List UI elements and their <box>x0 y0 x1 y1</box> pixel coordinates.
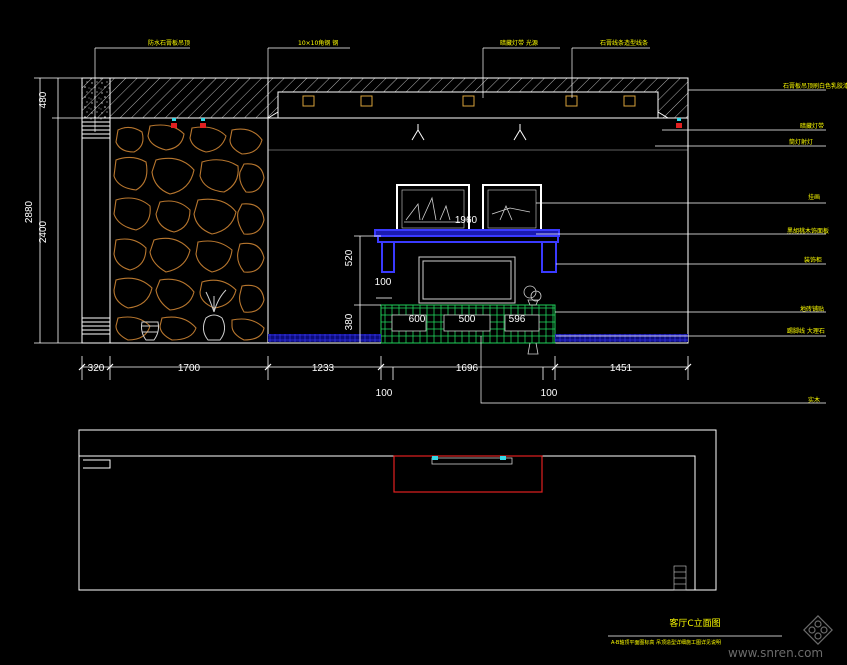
dim-520: 520 <box>344 249 355 266</box>
watermark-text: www.snren.com <box>728 646 823 660</box>
dim-500: 500 <box>459 314 476 325</box>
annotation-notes-right: 石膏板吊顶刷白色乳胶漆 暗藏灯带 筒灯射灯 挂画 黑胡桃木饰面板 装饰柜 地砖铺… <box>783 82 847 404</box>
dim-1451: 1451 <box>610 363 633 374</box>
cyan-light-caps <box>172 118 681 121</box>
note-right-1: 石膏板吊顶刷白色乳胶漆 <box>783 82 847 90</box>
dim-596: 596 <box>509 314 526 325</box>
note-right-9: 实木 <box>808 396 820 404</box>
note-top-1: 防水石膏板吊顶 <box>148 39 190 47</box>
note-top-4: 石膏线条造型线条 <box>600 39 648 47</box>
stone-wall <box>113 124 265 341</box>
note-right-7: 地砖铺贴 <box>800 305 824 313</box>
picture-spotlights <box>411 124 527 141</box>
wall-outline <box>81 78 689 344</box>
tv-cabinet-lower <box>380 304 556 344</box>
dim-100-right: 100 <box>541 388 558 399</box>
note-top-3: 暗藏灯带 光源 <box>500 39 538 47</box>
ceiling-section <box>81 77 689 123</box>
dim-600: 600 <box>409 314 426 325</box>
downlight-fixtures <box>302 95 636 107</box>
wall-painting-right <box>482 184 542 234</box>
tv-cabinet-upper <box>374 229 560 273</box>
dim-2880: 2880 <box>24 200 35 223</box>
tv-screen <box>418 256 516 304</box>
potted-plant <box>523 285 542 355</box>
note-right-8: 踢脚线 大理石 <box>787 327 825 335</box>
dim-1233: 1233 <box>312 363 335 374</box>
dim-1700: 1700 <box>178 363 201 374</box>
dim-480: 480 <box>38 91 49 108</box>
dim-320: 320 <box>88 363 105 374</box>
drawing-title: 客厅C立面图 <box>669 617 720 629</box>
dimension-labels: 320 1700 1233 1696 1451 100 100 2880 480… <box>24 91 633 399</box>
leader-lines <box>94 47 826 404</box>
dim-100-cabinet: 100 <box>375 277 392 288</box>
dim-1696: 1696 <box>456 363 479 374</box>
annotation-notes-top: 防水石膏板吊顶 10×10角钢 钢 暗藏灯带 光源 石膏线条造型线条 <box>148 39 648 47</box>
note-right-6: 装饰柜 <box>804 256 822 264</box>
red-accent-lights <box>171 123 682 128</box>
dim-2400: 2400 <box>38 220 49 243</box>
note-right-5: 黑胡桃木饰面板 <box>787 227 829 235</box>
dim-100-left: 100 <box>376 388 393 399</box>
note-right-4: 挂画 <box>808 193 820 201</box>
floor-skirting <box>268 334 688 342</box>
plan-view <box>78 429 717 591</box>
note-top-2: 10×10角钢 钢 <box>298 39 338 47</box>
logo-seal-icon <box>803 615 833 645</box>
note-right-3: 筒灯射灯 <box>789 138 813 146</box>
decorative-vases <box>141 289 227 341</box>
drawing-subtitle: A-B轴顶平面图标高 吊顶造型详细施工图详见说明 <box>611 639 721 646</box>
dim-1960: 1960 <box>455 215 478 226</box>
note-right-2: 暗藏灯带 <box>800 122 824 130</box>
dim-380: 380 <box>344 313 355 330</box>
dimension-ticks <box>78 363 692 371</box>
dimension-lines <box>34 77 689 380</box>
